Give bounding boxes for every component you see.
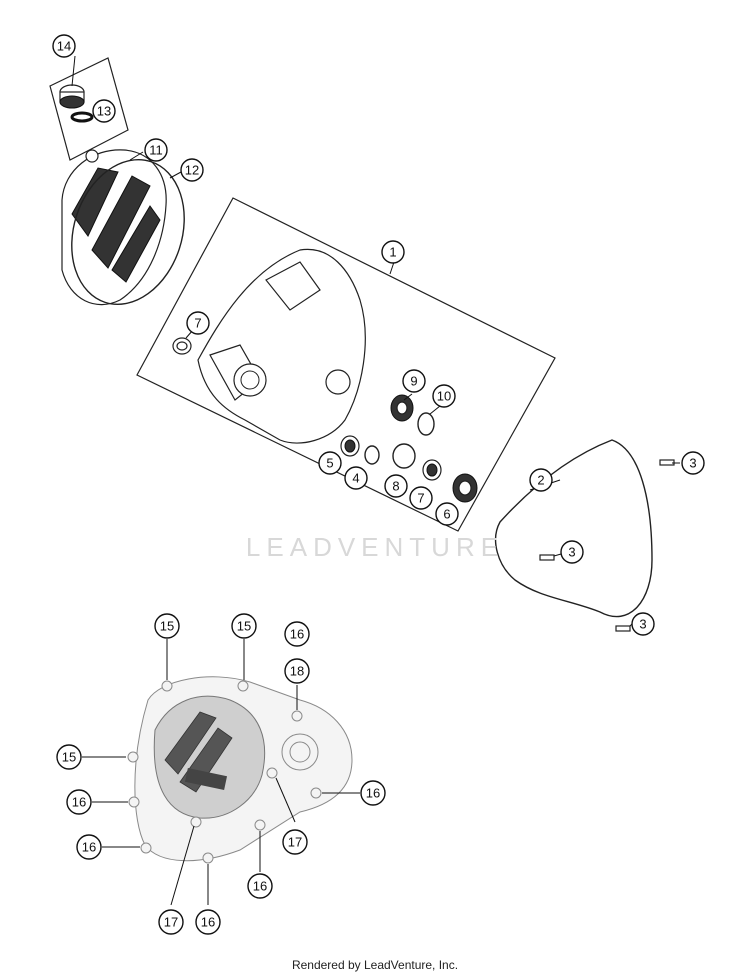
callout-16-top: 16	[284, 621, 310, 647]
callout-18: 18	[284, 658, 310, 684]
svg-text:3: 3	[639, 617, 646, 632]
callout-7-lower: 7	[409, 486, 433, 510]
svg-text:3: 3	[689, 456, 696, 471]
callout-16-bottom: 16	[195, 909, 221, 935]
callout-3-right: 3	[681, 451, 705, 475]
svg-text:17: 17	[164, 915, 178, 930]
ring-8-part	[392, 443, 416, 469]
svg-text:5: 5	[326, 456, 333, 471]
callout-16-left-lower: 16	[76, 834, 102, 860]
callout-16-bottom-right: 16	[247, 873, 273, 899]
callout-10: 10	[432, 384, 456, 408]
svg-text:16: 16	[82, 840, 96, 855]
cover-gasket-part	[494, 439, 653, 618]
circlip-4-part	[364, 445, 380, 465]
seal-5-part	[340, 435, 360, 457]
clutch-cover-housing-part	[197, 248, 366, 444]
callout-16-right: 16	[360, 780, 386, 806]
assembled-cover-view	[127, 676, 353, 864]
callout-8: 8	[384, 474, 408, 498]
svg-text:9: 9	[410, 374, 417, 389]
callout-5: 5	[318, 451, 342, 475]
bearing-6-part	[452, 473, 478, 503]
svg-text:1: 1	[389, 245, 396, 260]
callout-15-right-top: 15	[231, 613, 257, 639]
svg-text:11: 11	[149, 143, 163, 158]
svg-text:14: 14	[57, 39, 71, 54]
callout-3-middle: 3	[560, 540, 584, 564]
svg-text:15: 15	[62, 750, 76, 765]
outer-clutch-cover-part	[61, 149, 167, 306]
callout-14: 14	[52, 34, 76, 58]
svg-text:15: 15	[237, 619, 251, 634]
svg-text:16: 16	[366, 786, 380, 801]
svg-text:12: 12	[185, 163, 199, 178]
callout-12: 12	[180, 158, 204, 182]
svg-text:7: 7	[417, 491, 424, 506]
gasket-ring-part	[71, 158, 185, 306]
callout-16-left-upper: 16	[66, 789, 92, 815]
callout-3-bottom: 3	[631, 612, 655, 636]
callout-9: 9	[402, 369, 426, 393]
svg-text:18: 18	[290, 664, 304, 679]
cap-inset-box	[49, 57, 129, 161]
callout-17-bottom: 17	[158, 909, 184, 935]
callout-1: 1	[381, 240, 405, 264]
callout-17-right: 17	[282, 829, 308, 855]
watermark: LEADVENTURE	[245, 532, 505, 562]
svg-text:16: 16	[290, 627, 304, 642]
seal-7-lower-part	[422, 459, 442, 481]
svg-text:7: 7	[194, 316, 201, 331]
callout-6: 6	[435, 502, 459, 526]
circlip-10-part	[417, 412, 435, 436]
screw-plug-part	[59, 84, 85, 109]
callout-11: 11	[144, 138, 168, 162]
svg-text:16: 16	[253, 879, 267, 894]
callout-13: 13	[92, 99, 116, 123]
svg-text:3: 3	[568, 545, 575, 560]
footer-credit: Rendered by LeadVenture, Inc.	[291, 958, 459, 972]
svg-text:13: 13	[97, 104, 111, 119]
svg-text:16: 16	[72, 795, 86, 810]
svg-text:2: 2	[537, 473, 544, 488]
svg-text:16: 16	[201, 915, 215, 930]
o-ring-part	[70, 111, 94, 123]
shaft-seal-7-part	[172, 337, 192, 355]
callout-7-upper: 7	[186, 311, 210, 335]
callout-15-left-top: 15	[154, 613, 180, 639]
svg-text:6: 6	[443, 507, 450, 522]
bearing-9-part	[390, 394, 414, 422]
svg-text:4: 4	[352, 471, 359, 486]
callout-15-left: 15	[56, 744, 82, 770]
callout-2: 2	[529, 468, 553, 492]
svg-text:15: 15	[160, 619, 174, 634]
callout-4: 4	[344, 466, 368, 490]
svg-text:10: 10	[437, 389, 451, 404]
svg-text:8: 8	[392, 479, 399, 494]
svg-text:17: 17	[288, 835, 302, 850]
